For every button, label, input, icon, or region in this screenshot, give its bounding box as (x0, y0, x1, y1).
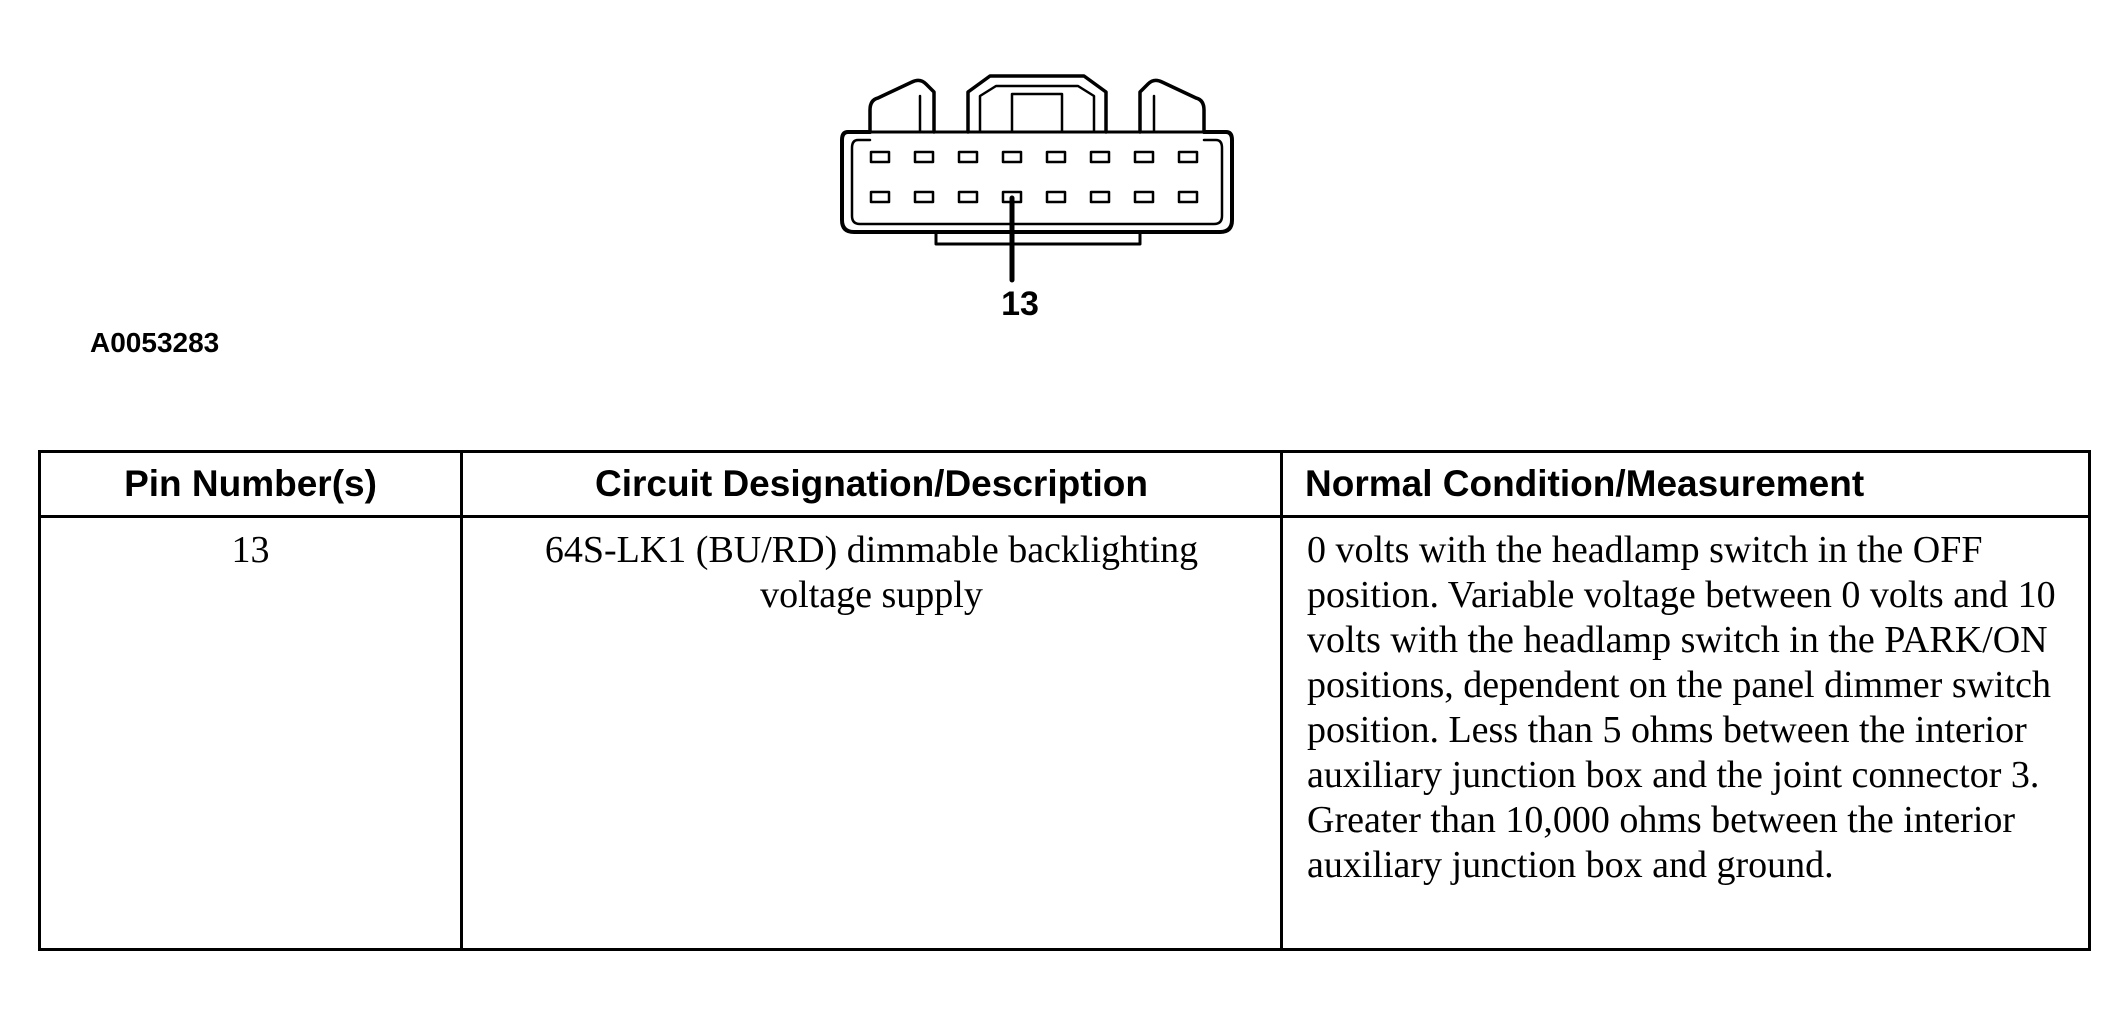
pin-cavity (1177, 150, 1199, 164)
cell-normal-condition: 0 volts with the headlamp switch in the … (1280, 515, 2091, 951)
figure-id: A0053283 (90, 327, 220, 358)
connector-latch-right (1138, 78, 1206, 134)
cell-circuit-description: 64S-LK1 (BU/RD) dimmable backlighting vo… (460, 515, 1283, 951)
pin-cavity (1089, 150, 1111, 164)
connector-bottom-key (934, 230, 1142, 246)
header-normal-condition: Normal Condition/Measurement (1280, 450, 2091, 518)
pin-cavity (1177, 190, 1199, 204)
pin-cavity (1001, 150, 1023, 164)
pin-cavity (869, 190, 891, 204)
pin-cavity (1133, 150, 1155, 164)
table-header-row: Pin Number(s) Circuit Designation/Descri… (38, 450, 2091, 518)
cell-pin-number: 13 (38, 515, 463, 951)
connector-latch-left (868, 78, 936, 134)
pin-cavity (1133, 190, 1155, 204)
connector-diagram (840, 74, 1234, 283)
pin-cavity (957, 150, 979, 164)
pinout-table: Pin Number(s) Circuit Designation/Descri… (38, 450, 2091, 951)
pinout-table-container: Pin Number(s) Circuit Designation/Descri… (38, 450, 2091, 951)
pin-cavity (913, 190, 935, 204)
connector-center-tab (966, 74, 1108, 134)
pin-cavity (957, 190, 979, 204)
header-pin-number: Pin Number(s) (38, 450, 463, 518)
table-row: 13 64S-LK1 (BU/RD) dimmable backlighting… (38, 515, 2091, 951)
pin-callout-label: 13 (1001, 285, 1039, 323)
connector-center-tab-inner (978, 84, 1096, 134)
connector-inner-wall (850, 138, 1224, 226)
header-circuit-designation: Circuit Designation/Description (460, 450, 1283, 518)
pin-cavity (1045, 150, 1067, 164)
pin-cavity (913, 150, 935, 164)
pin-cavities-bottom-row (869, 190, 1199, 204)
pin-cavity (1089, 190, 1111, 204)
connector-lock-window (1010, 92, 1064, 134)
pin-cavities-top-row (869, 150, 1199, 164)
connector-housing (840, 130, 1234, 234)
pin-cavity (1045, 190, 1067, 204)
pin-cavity (869, 150, 891, 164)
